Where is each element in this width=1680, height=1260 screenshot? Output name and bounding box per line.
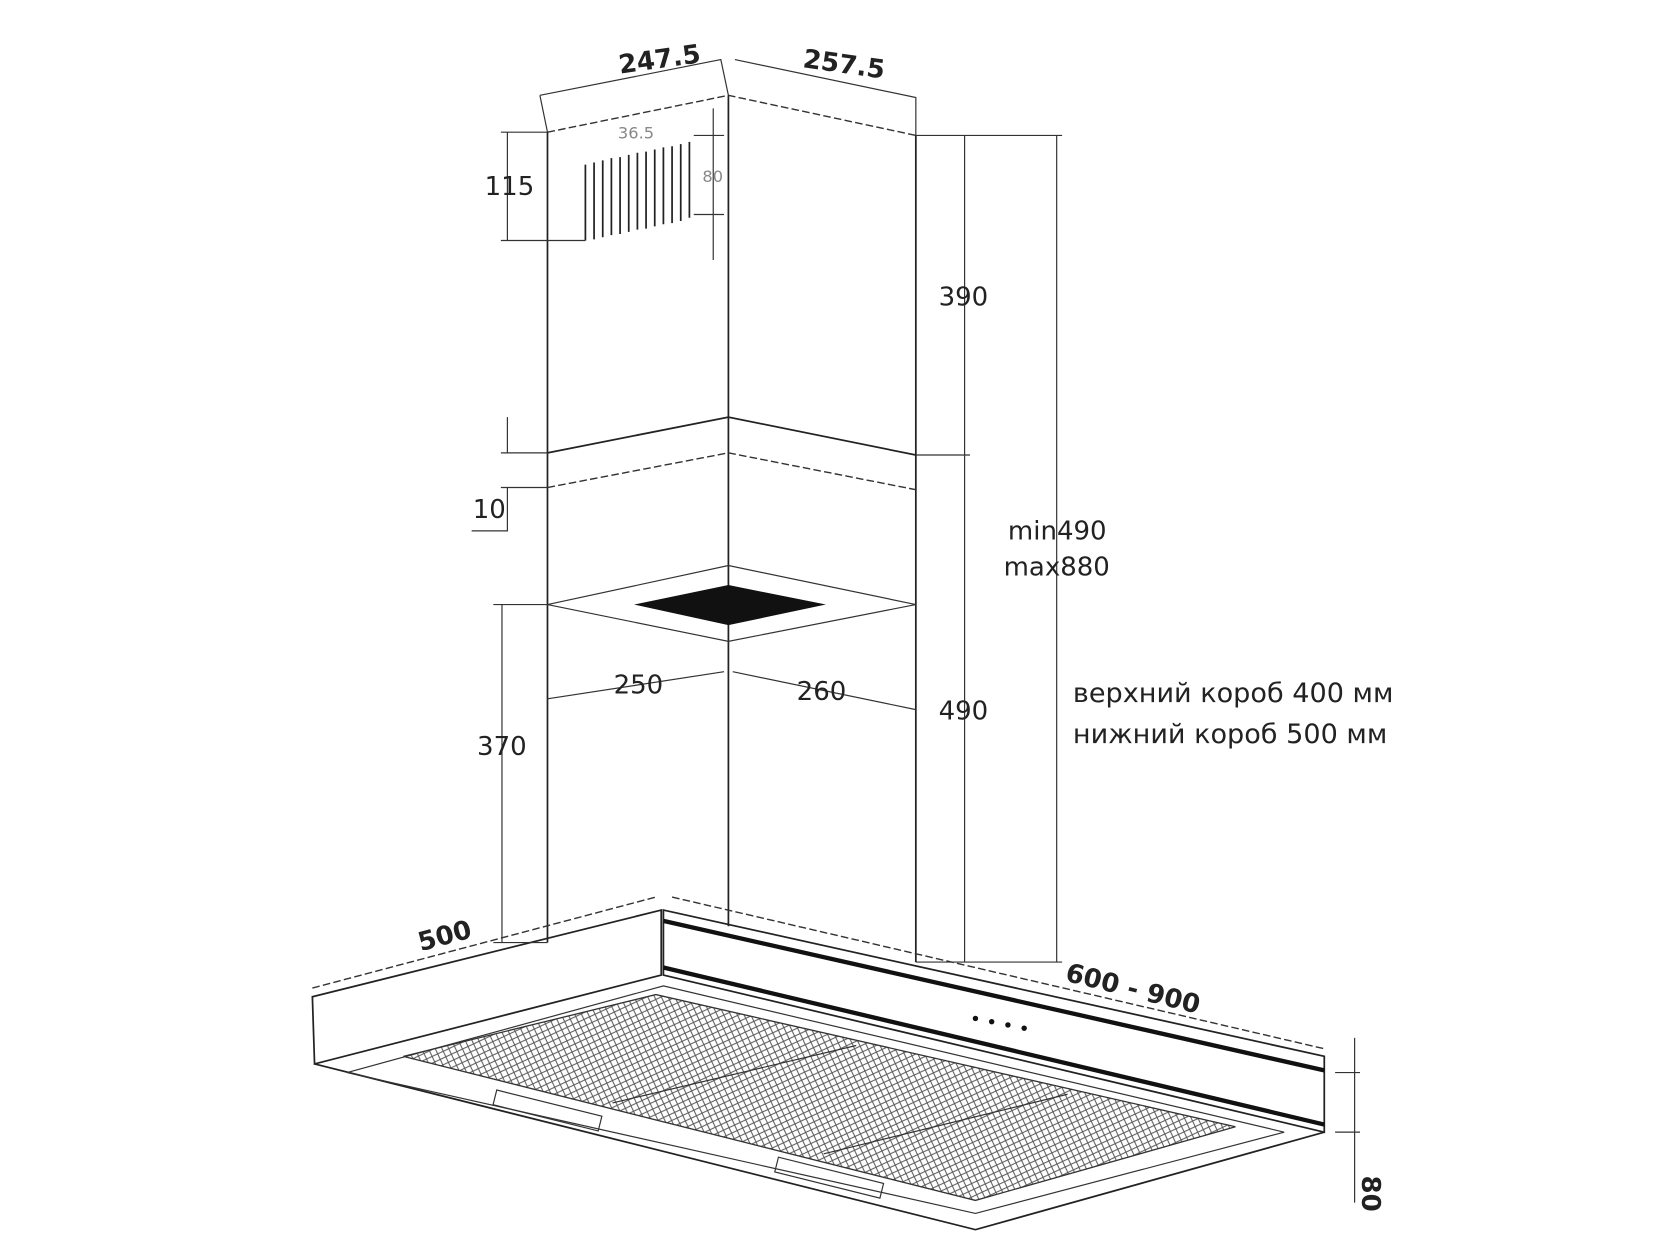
grease-filters	[403, 993, 1236, 1202]
control-buttons	[972, 1015, 1027, 1031]
dim-bracket-height: 370	[477, 732, 527, 762]
dim-hood-height: 80	[1355, 1175, 1385, 1211]
dim-hood-width: 600 - 900	[1063, 958, 1204, 1020]
dim-chimney-left: 247.5	[617, 39, 703, 80]
dim-total-max: max880	[1004, 552, 1110, 582]
dim-bracket-right: 260	[797, 677, 847, 707]
dimension-lines	[312, 58, 1361, 1203]
dim-hood-depth: 500	[415, 915, 475, 958]
dim-total-min: min490	[1008, 517, 1107, 547]
dim-vent-offset: 115	[485, 172, 535, 202]
hood-body	[311, 908, 1326, 1231]
mounting-bracket	[547, 564, 916, 642]
light-left	[492, 1089, 603, 1132]
dim-chimney-right: 257.5	[801, 44, 887, 85]
dim-vent-height: 80	[702, 167, 723, 186]
dim-vent-width: 36.5	[618, 124, 654, 143]
note-lower-box: нижний короб 500 мм	[1073, 719, 1387, 750]
dim-lower-height: 490	[939, 696, 989, 726]
light-right	[774, 1156, 885, 1199]
dim-overlap: 10	[473, 495, 506, 525]
dim-upper-height: 390	[939, 283, 989, 313]
duct-opening	[634, 585, 826, 626]
vent-grille	[584, 141, 691, 241]
chimney	[546, 94, 917, 963]
dim-bracket-left: 250	[614, 670, 664, 700]
note-upper-box: верхний короб 400 мм	[1073, 678, 1393, 709]
